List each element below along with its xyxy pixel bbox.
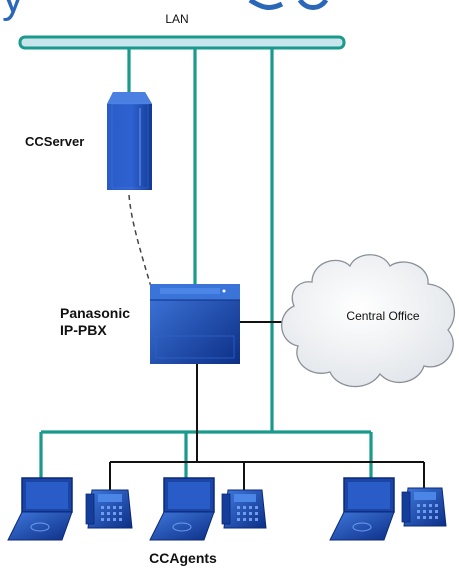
header-title-fragment: y (2, 0, 24, 22)
pbx-icon (150, 284, 240, 364)
lan-bus (18, 35, 346, 50)
lan-connections (39, 49, 373, 482)
ccagents-label: CCAgents (149, 550, 217, 566)
header-title-glyph-2 (297, 0, 329, 10)
ccserver-label: CCServer (25, 134, 84, 149)
agent-2-phone-icon (221, 489, 267, 529)
agent-1-phone-icon (85, 489, 133, 529)
lan-label: LAN (165, 12, 188, 26)
pbx-label-line2: IP-PBX (60, 322, 107, 338)
central-office-cloud-icon (281, 254, 456, 388)
agent-2-laptop-icon (149, 477, 215, 541)
ccserver-icon (107, 92, 152, 190)
pbx-label-line1: Panasonic (60, 305, 130, 321)
central-office-label: Central Office (346, 309, 419, 323)
header-title-glyph (248, 0, 284, 10)
ccserver-pbx-link (128, 194, 153, 291)
agent-3-laptop-icon (329, 477, 395, 541)
agent-1-laptop-icon (7, 477, 73, 541)
agent-3-phone-icon (401, 487, 447, 527)
